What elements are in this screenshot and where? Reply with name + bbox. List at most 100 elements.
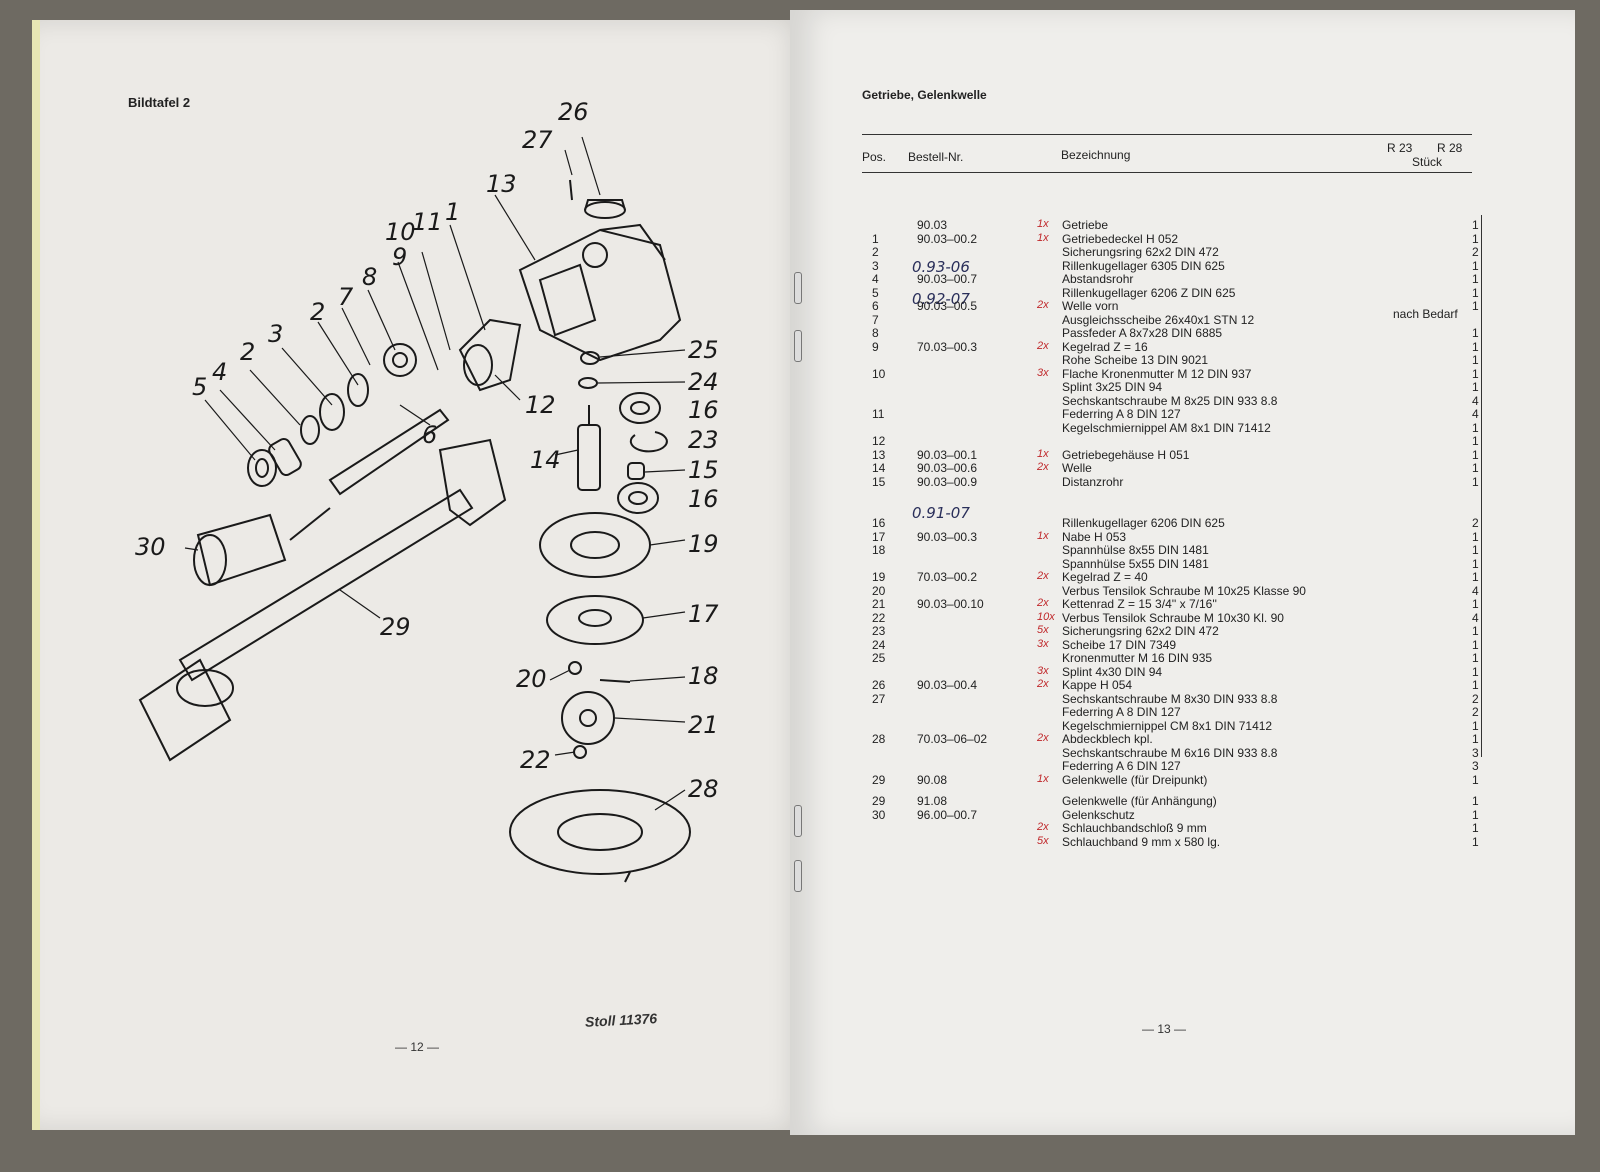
order-number-cell: 96.00–00.7 (917, 807, 978, 822)
description-cell: Spannhülse 5x55 DIN 1481 (1062, 556, 1209, 571)
callout-16b: 16 (688, 485, 719, 513)
quantity-cell: 1 (1472, 474, 1479, 489)
pos-cell: 15 (872, 474, 886, 489)
description-cell: Federring A 8 DIN 127 (1062, 705, 1181, 719)
description-cell: Passfeder A 8x7x28 DIN 6885 (1062, 326, 1223, 340)
quantity-cell: 1 (1472, 651, 1479, 665)
description-cell: Ausgleichsscheibe 26x40x1 STN 12 (1062, 312, 1255, 327)
quantity-cell: 1 (1472, 231, 1479, 246)
header-description: Bezeichnung (1061, 148, 1131, 162)
pos-cell: 29 (872, 794, 886, 808)
quantity-cell: 4 (1472, 610, 1479, 625)
callout-12: 12 (525, 391, 556, 419)
note-as-required: nach Bedarf (1393, 307, 1458, 321)
description-cell: Schlauchbandschloß 9 mm (1062, 821, 1207, 835)
section-title: Getriebe, Gelenkwelle (862, 88, 987, 102)
description-cell: Splint 3x25 DIN 94 (1062, 380, 1163, 394)
quantity-cell: 3 (1472, 745, 1479, 760)
handwritten-count-mark: 2x (1037, 678, 1049, 690)
quantity-cell: 1 (1472, 529, 1479, 544)
parts-row: 17 90.03–00.3 1x Nabe H 053 1 (872, 530, 1482, 544)
quantity-cell: 1 (1472, 772, 1479, 787)
header-order-number: Bestell-Nr. (908, 150, 964, 164)
plate-title: Bildtafel 2 (128, 95, 191, 110)
description-cell: Spannhülse 8x55 DIN 1481 (1062, 543, 1209, 557)
callout-17: 17 (688, 600, 719, 628)
quantity-cell: 1 (1472, 326, 1479, 340)
description-cell: Sechskantschraube M 8x25 DIN 933 8.8 (1062, 393, 1278, 408)
description-cell: Welle vorn (1062, 299, 1119, 313)
callout-2: 2 (310, 298, 325, 326)
quantity-cell: 1 (1472, 447, 1479, 462)
page-number-right: — 13 — (1142, 1022, 1187, 1036)
pos-cell: 22 (872, 610, 886, 625)
description-cell: Kegelrad Z = 40 (1062, 570, 1148, 584)
handwritten-count-mark: 2x (1037, 339, 1049, 352)
quantity-cell: 1 (1472, 597, 1479, 611)
callout-14: 14 (530, 446, 561, 474)
quantity-cell: 1 (1472, 678, 1479, 692)
pos-cell: 25 (872, 651, 886, 665)
pos-cell: 17 (872, 529, 886, 544)
pos-cell: 28 (872, 732, 886, 746)
order-number-cell: 70.03–00.2 (917, 570, 978, 584)
callout-2b: 2 (240, 338, 255, 366)
quantity-cell: 1 (1472, 570, 1479, 584)
order-number-cell: 90.03–00.6 (917, 461, 978, 475)
quantity-cell: 1 (1472, 339, 1479, 354)
quantity-cell: 1 (1472, 637, 1479, 652)
quantity-cell: 1 (1472, 821, 1479, 835)
pos-cell: 13 (872, 447, 886, 462)
callout-1: 1 (445, 198, 460, 226)
quantity-cell: 1 (1472, 272, 1479, 286)
description-cell: Sicherungsring 62x2 DIN 472 (1062, 245, 1219, 259)
callout-10: 10 (385, 218, 416, 246)
callout-7: 7 (338, 283, 354, 311)
quantity-cell: 3 (1472, 759, 1479, 773)
quantity-cell: 1 (1472, 420, 1479, 435)
description-cell: Federring A 8 DIN 127 (1062, 407, 1181, 421)
quantity-cell: 1 (1472, 353, 1479, 367)
handwritten-count-mark: 5x (1037, 624, 1049, 636)
pos-cell: 14 (872, 461, 886, 475)
pos-cell: 30 (872, 807, 886, 822)
description-cell: Nabe H 053 (1062, 529, 1127, 544)
callout-13: 13 (486, 170, 517, 198)
parts-row: Sechskantschraube M 6x16 DIN 933 8.8 3 (872, 746, 1482, 760)
description-cell: Sechskantschraube M 6x16 DIN 933 8.8 (1062, 745, 1278, 760)
description-cell: Distanzrohr (1062, 474, 1124, 489)
description-cell: Gelenkwelle (für Dreipunkt) (1062, 772, 1208, 787)
parts-outline (138, 179, 691, 883)
quantity-cell: 1 (1472, 461, 1479, 475)
callout-23: 23 (688, 426, 719, 454)
order-number-cell: 90.03–00.4 (917, 678, 978, 692)
handwritten-count-mark: 1x (1037, 529, 1049, 542)
pos-cell: 2 (872, 245, 879, 259)
order-number-cell: 90.03–00.3 (917, 529, 978, 544)
pos-cell: 11 (872, 407, 885, 421)
header-rule-top (862, 134, 1472, 135)
description-cell: Abstandsrohr (1062, 272, 1134, 286)
binding-staple-1 (794, 272, 802, 304)
handwritten-count-mark: 2x (1037, 821, 1049, 833)
callout-5: 5 (192, 373, 207, 401)
